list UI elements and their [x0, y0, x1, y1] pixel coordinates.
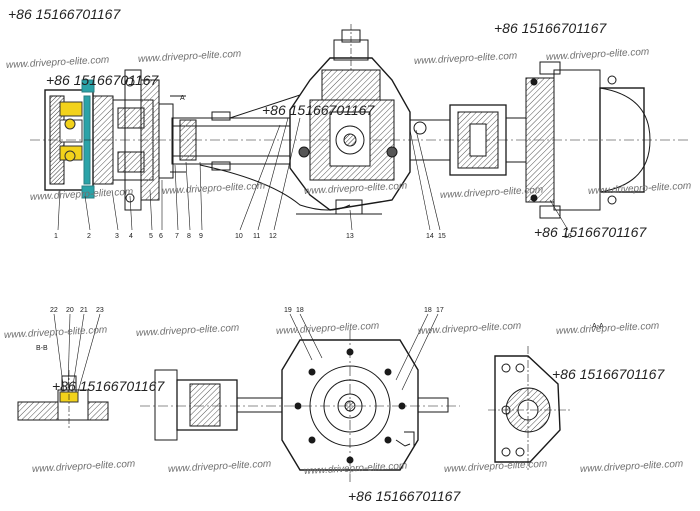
right-brake-drum: [525, 61, 651, 219]
callout-3: 3: [115, 233, 119, 240]
callout-2: 2: [87, 233, 91, 240]
callout-9: 9: [199, 233, 203, 240]
section-a-a-labels: A-A: [592, 323, 604, 330]
differential-housing: [289, 24, 411, 215]
phone-watermark-top-left: +86 15166701167: [8, 6, 121, 22]
callout-23: 23: [96, 307, 104, 314]
detail-view-b-b: [17, 313, 109, 430]
callout-21: 21: [80, 307, 88, 314]
phone-watermark-bottom: +86 15166701167: [348, 488, 461, 504]
section-marker: A: [180, 95, 185, 102]
part-callout-numbers: 1 2 3 4 5 6 7 8 9 10 11 12 13 14 15 16 A: [54, 95, 572, 240]
left-wheel-hub: [44, 79, 154, 199]
callout-22: 22: [50, 307, 58, 314]
callout-4: 4: [129, 233, 133, 240]
top-view-callouts: 19 18 18 17: [284, 307, 444, 314]
callout-10: 10: [235, 233, 243, 240]
callout-leaders: [57, 117, 569, 231]
phone-watermark-lower-right: +86 15166701167: [552, 366, 665, 382]
callout-16: 16: [564, 233, 572, 240]
callout-15: 15: [438, 233, 446, 240]
callout-17: 17: [436, 307, 444, 314]
callout-18-right: 18: [424, 307, 432, 314]
section-label-b-b: B-B: [36, 345, 48, 352]
callout-19: 19: [284, 307, 292, 314]
callout-7: 7: [175, 233, 179, 240]
callout-6: 6: [159, 233, 163, 240]
phone-watermark-lower-left: +86 15166701167: [52, 378, 165, 394]
callout-14: 14: [426, 233, 434, 240]
phone-watermark-hub: +86 15166701167: [46, 72, 159, 88]
callout-11: 11: [253, 233, 260, 240]
callout-18-left: 18: [296, 307, 304, 314]
callout-12: 12: [269, 233, 277, 240]
section-view-a-a: [488, 346, 570, 472]
phone-watermark-right: +86 15166701167: [534, 224, 647, 240]
section-label-a-a: A-A: [592, 323, 604, 330]
axle-top-view: [140, 313, 460, 482]
callout-13: 13: [346, 233, 354, 240]
detail-b-b-labels: B-B 22 20 21 23: [36, 307, 104, 352]
callout-1: 1: [54, 233, 58, 240]
callout-8: 8: [187, 233, 191, 240]
main-axle-section-view: [30, 24, 690, 231]
callout-20: 20: [66, 307, 74, 314]
callout-5: 5: [149, 233, 153, 240]
right-axle-tube: [409, 104, 527, 176]
phone-watermark-top-right: +86 15166701167: [494, 20, 607, 36]
phone-watermark-center: +86 15166701167: [262, 102, 375, 118]
